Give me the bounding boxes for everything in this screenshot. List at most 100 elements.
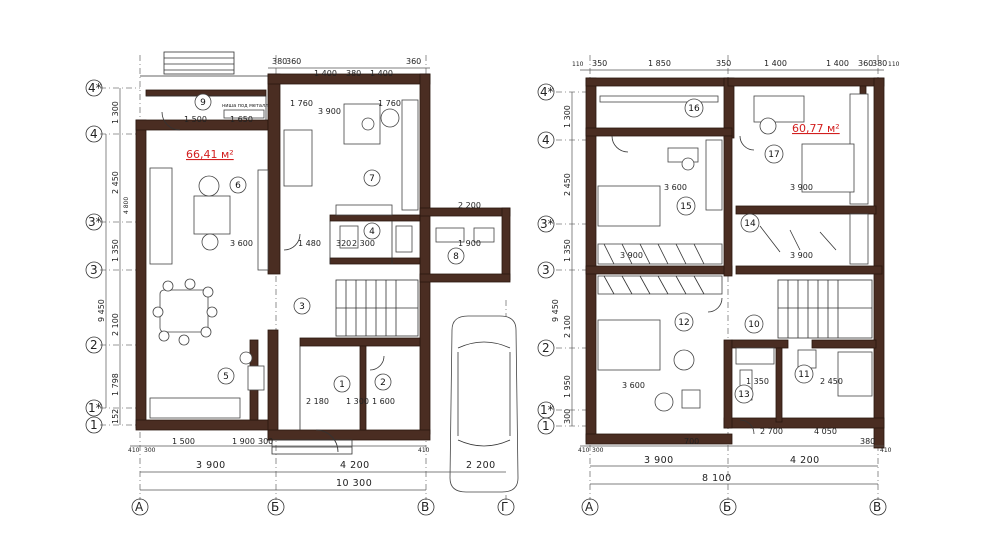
ground-floor-plan: 1 2 3 4 5 6 7 8 9 66,41 м² ниша под мета… bbox=[85, 51, 519, 516]
axis-label: 3* bbox=[88, 215, 102, 229]
plan2-bottom-dimensions: 410 300 700 380 410 3 900 4 200 8 100 bbox=[578, 437, 892, 485]
room-number: 14 bbox=[744, 219, 756, 229]
axis-label: 2 bbox=[90, 338, 98, 352]
axis-label: В bbox=[421, 500, 429, 514]
plan1-bottom-dimensions: 410 300 1 500 1 900 300 410 3 900 4 200 … bbox=[128, 437, 506, 491]
plan1-niche-label: ниша под металл bbox=[222, 103, 268, 109]
svg-text:152: 152 bbox=[111, 409, 120, 424]
room-number: 11 bbox=[798, 370, 809, 380]
svg-text:1 760: 1 760 bbox=[378, 99, 401, 108]
svg-text:8 100: 8 100 bbox=[702, 473, 732, 484]
svg-text:110: 110 bbox=[888, 61, 900, 68]
svg-text:1 350: 1 350 bbox=[111, 239, 120, 262]
axis-label: 1 bbox=[90, 418, 98, 432]
svg-text:1 300: 1 300 bbox=[563, 105, 572, 128]
svg-text:2 200: 2 200 bbox=[466, 460, 496, 471]
svg-text:3 600: 3 600 bbox=[664, 183, 687, 192]
svg-text:1 500: 1 500 bbox=[184, 115, 207, 124]
svg-text:110: 110 bbox=[572, 61, 584, 68]
svg-text:1 350: 1 350 bbox=[746, 377, 769, 386]
svg-text:1 950: 1 950 bbox=[563, 375, 572, 398]
plan1-inner-dimensions: 1 760 3 900 1 760 1 650 1 500 2 200 1 48… bbox=[184, 99, 481, 406]
svg-text:410: 410 bbox=[578, 447, 590, 454]
svg-text:1 480: 1 480 bbox=[298, 239, 321, 248]
plan2-wardrobes bbox=[597, 93, 869, 401]
svg-text:350: 350 bbox=[716, 59, 731, 68]
svg-text:1 600: 1 600 bbox=[372, 397, 395, 406]
axis-label: А bbox=[585, 500, 594, 514]
svg-text:1 300: 1 300 bbox=[346, 397, 369, 406]
svg-text:2 200: 2 200 bbox=[458, 201, 481, 210]
svg-text:1 650: 1 650 bbox=[230, 115, 253, 124]
plan2-row-labels: 4* 4 3* 3 2 1* 1 bbox=[537, 83, 555, 435]
room-number: 6 bbox=[235, 181, 241, 191]
svg-text:3 900: 3 900 bbox=[196, 460, 226, 471]
svg-text:1 850: 1 850 bbox=[648, 59, 671, 68]
svg-text:700: 700 bbox=[684, 437, 699, 446]
svg-text:2 450: 2 450 bbox=[563, 173, 572, 196]
svg-text:3 900: 3 900 bbox=[790, 251, 813, 260]
svg-text:1 400: 1 400 bbox=[764, 59, 787, 68]
room-number: 17 bbox=[768, 150, 779, 160]
svg-text:1 798: 1 798 bbox=[111, 373, 120, 396]
plan1-entrance-canopy bbox=[163, 51, 235, 75]
svg-text:1 400: 1 400 bbox=[826, 59, 849, 68]
room-number: 5 bbox=[223, 372, 229, 382]
plan2-top-dimensions: 110 350 1 850 350 1 400 1 400 360 380 11… bbox=[572, 59, 900, 71]
axis-label: 2 bbox=[542, 341, 550, 355]
svg-text:360: 360 bbox=[406, 57, 421, 66]
plan1-walls bbox=[135, 73, 511, 441]
axis-label: 3 bbox=[542, 263, 550, 277]
svg-text:4 050: 4 050 bbox=[814, 427, 837, 436]
upper-floor-plan: 10 11 12 13 14 15 16 17 60,77 м² 110 350… bbox=[537, 55, 900, 516]
svg-text:1 760: 1 760 bbox=[290, 99, 313, 108]
room-number: 13 bbox=[738, 390, 749, 400]
svg-text:410: 410 bbox=[128, 447, 140, 454]
svg-text:9 450: 9 450 bbox=[97, 299, 106, 322]
plan2-inner-dimensions: 3 600 3 900 3 600 3 900 1 350 2 450 2 70… bbox=[620, 183, 843, 436]
plan1-left-dimensions: 1 300 2 450 4 800 1 350 9 450 2 100 1 79… bbox=[97, 88, 130, 425]
svg-text:1 400: 1 400 bbox=[314, 69, 337, 78]
axis-label: 1* bbox=[88, 401, 102, 415]
svg-text:410: 410 bbox=[418, 447, 430, 454]
plan2-walls bbox=[585, 77, 885, 449]
car-icon bbox=[449, 315, 519, 493]
room-number: 1 bbox=[339, 380, 345, 390]
svg-text:2 450: 2 450 bbox=[820, 377, 843, 386]
plan1-row-labels: 4* 4 3* 3 2 1* 1 bbox=[85, 79, 103, 434]
svg-text:3 900: 3 900 bbox=[644, 455, 674, 466]
axis-label: В bbox=[873, 500, 881, 514]
plan2-room-numbers: 10 11 12 13 14 15 16 17 bbox=[674, 98, 814, 404]
svg-text:300: 300 bbox=[144, 447, 156, 454]
svg-text:380: 380 bbox=[872, 59, 887, 68]
svg-text:3 900: 3 900 bbox=[620, 251, 643, 260]
axis-label: 3 bbox=[90, 263, 98, 277]
room-number: 15 bbox=[680, 202, 691, 212]
svg-text:3 900: 3 900 bbox=[790, 183, 813, 192]
plan2-column-labels: А Б В bbox=[581, 498, 887, 516]
svg-text:3 600: 3 600 bbox=[230, 239, 253, 248]
axis-label: 1* bbox=[540, 403, 554, 417]
svg-text:350: 350 bbox=[592, 59, 607, 68]
plan1-staircase bbox=[335, 279, 419, 337]
axis-label: 1 bbox=[542, 419, 550, 433]
svg-text:2 450: 2 450 bbox=[111, 171, 120, 194]
svg-text:2 100: 2 100 bbox=[111, 313, 120, 336]
svg-text:1 500: 1 500 bbox=[172, 437, 195, 446]
axis-label: Г bbox=[501, 500, 508, 514]
svg-text:3 900: 3 900 bbox=[318, 107, 341, 116]
svg-text:2 300: 2 300 bbox=[352, 239, 375, 248]
room-number: 9 bbox=[200, 98, 206, 108]
svg-text:300: 300 bbox=[258, 437, 273, 446]
svg-text:2 100: 2 100 bbox=[563, 315, 572, 338]
svg-text:2 180: 2 180 bbox=[306, 397, 329, 406]
room-number: 16 bbox=[688, 104, 700, 114]
plan1-area-label: 66,41 м² bbox=[186, 148, 234, 161]
svg-text:320: 320 bbox=[336, 239, 351, 248]
plan1-top-dimensions: 380 360 1 400 380 1 400 360 bbox=[268, 57, 430, 78]
room-number: 2 bbox=[380, 378, 386, 388]
svg-text:2 700: 2 700 bbox=[760, 427, 783, 436]
axis-label: 3* bbox=[540, 217, 554, 231]
axis-label: Б bbox=[271, 500, 279, 514]
